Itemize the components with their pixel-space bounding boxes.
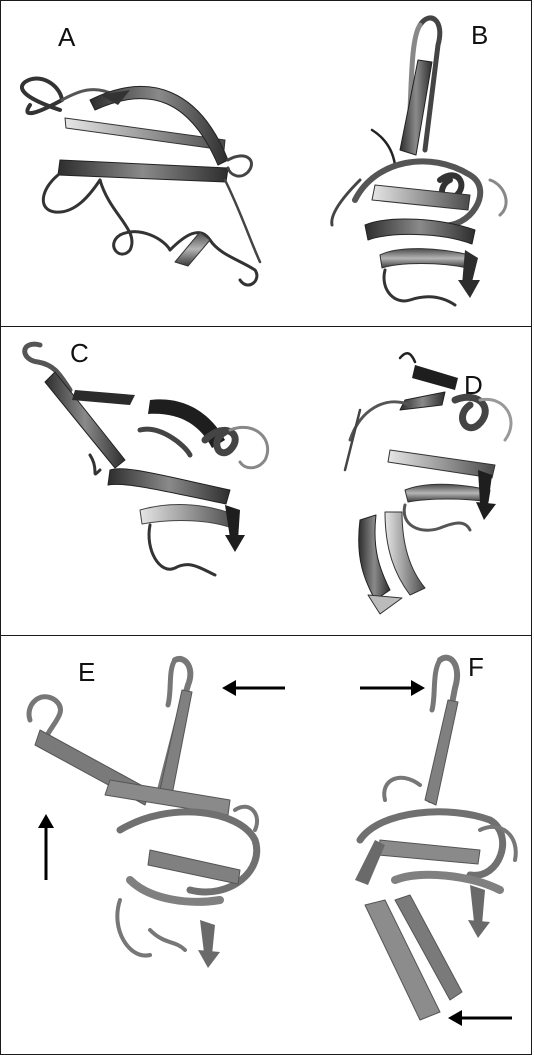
structure-e — [29, 659, 257, 968]
structure-a — [22, 78, 260, 285]
arrow-f-top — [360, 680, 425, 696]
structure-f — [355, 658, 516, 1020]
arrow-e-right — [222, 680, 285, 696]
structure-b — [332, 18, 506, 305]
arrow-f-bottom — [448, 1010, 512, 1026]
arrow-e-left-up — [38, 814, 54, 880]
structure-c — [25, 344, 268, 575]
structure-d — [345, 353, 511, 614]
